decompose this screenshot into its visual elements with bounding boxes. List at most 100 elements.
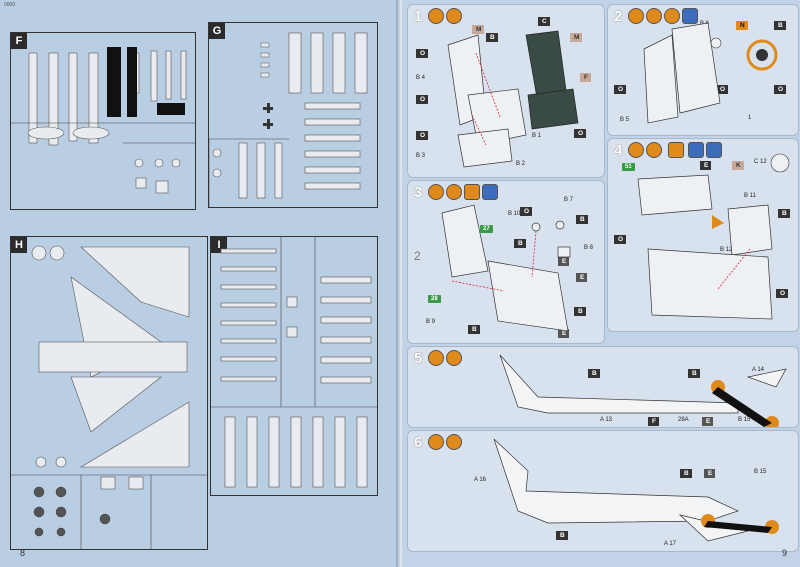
paint-icon <box>628 8 644 24</box>
sprue-h-frame: H <box>10 236 208 550</box>
step-4-panel: 4 51 E K B O O B 11 C 12 B 12 <box>607 138 799 332</box>
paint-icon <box>428 184 444 200</box>
cockpit-tub-drawing <box>441 204 571 332</box>
glue-icon <box>446 8 462 24</box>
paint-flag: B <box>774 21 786 30</box>
paint-flag: O <box>416 95 429 104</box>
part-callout: B 11 <box>744 193 756 199</box>
part-callout: B 3 <box>416 153 426 159</box>
paint-pot-icon <box>482 184 498 200</box>
part-callout: B 8 <box>584 245 594 251</box>
step-5-number: 5 <box>414 350 423 367</box>
sprue-i-parts <box>211 237 377 488</box>
glue-icon <box>446 184 462 200</box>
paint-flag: E <box>558 329 570 338</box>
part-callout: B 1 <box>532 133 542 139</box>
part-callout: B 12 <box>720 247 733 253</box>
paint-flag: M <box>472 25 485 34</box>
paint-flag: E <box>700 161 712 170</box>
paint-pot-icon <box>682 8 698 24</box>
paint-icon <box>628 142 644 158</box>
step-3-number: 3 <box>414 184 423 201</box>
paint-flag: B <box>574 307 586 316</box>
paint-flag: B <box>588 369 600 378</box>
sprue-g-letter: G <box>209 23 225 39</box>
paint-flag: B <box>556 531 568 540</box>
part-callout: 28A <box>678 417 689 423</box>
paint-flag: N <box>736 21 748 30</box>
paint-flag: O <box>614 85 627 94</box>
paint-pot-icon <box>688 142 704 158</box>
binding-gutter <box>396 0 406 567</box>
brush-icon <box>664 8 680 24</box>
decal-label: 27 <box>480 225 493 233</box>
decal-label: 28 <box>428 295 441 303</box>
paint-flag: C <box>538 17 550 26</box>
step-6-panel: 6 B E B A 16 B 15 A 17 <box>407 430 799 552</box>
sprue-f-parts <box>11 47 195 194</box>
fuselage-rear-drawing <box>493 438 779 542</box>
paint-flag: B <box>778 209 790 218</box>
step-5-panel: 5 B B E F A 14 A 13 B 15 28A <box>407 346 799 428</box>
part-callout: B 15 <box>738 417 751 423</box>
paint-icon <box>428 350 444 366</box>
sprue-f-frame: F <box>10 32 196 210</box>
paint-flag: O <box>520 207 533 216</box>
paint-pot-icon <box>706 142 722 158</box>
decal-icon <box>668 142 684 158</box>
sub-assembly-ref: 2 <box>414 249 421 263</box>
paint-flag: O <box>416 49 429 58</box>
glue-icon <box>446 434 462 450</box>
step-2-number: 2 <box>614 8 623 25</box>
paint-flag: O <box>776 289 789 298</box>
step-2-panel: 2 N B O O O B 6 B 5 1 <box>607 4 799 136</box>
sprue-h-parts <box>11 245 207 549</box>
left-page: 0000 F G <box>0 0 398 567</box>
part-callout: B 7 <box>564 197 574 203</box>
sprue-g-frame: G <box>208 22 378 208</box>
paint-flag: O <box>416 131 429 140</box>
decal-icon <box>464 184 480 200</box>
sprue-i-frame: I <box>210 236 378 496</box>
glue-icon <box>446 350 462 366</box>
seat-assembly-drawing <box>643 22 778 124</box>
paint-flag: O <box>574 129 587 138</box>
paint-flag: E <box>576 273 588 282</box>
paint-flag: B <box>680 469 692 478</box>
paint-icon <box>428 8 444 24</box>
right-page: 1 M B C O M O O F O B 4 B 3 B 1 B 2 B 6 <box>402 0 800 567</box>
part-callout: A 17 <box>664 541 677 547</box>
paint-flag: M <box>570 33 583 42</box>
step-6-number: 6 <box>414 434 423 451</box>
paint-flag: K <box>732 161 744 170</box>
paint-flag: F <box>580 73 591 82</box>
step-4-number: 4 <box>614 142 623 159</box>
sprue-g-parts <box>209 32 368 207</box>
part-callout: B 15 <box>754 469 767 475</box>
paint-flag: F <box>648 417 659 426</box>
seat-exploded-drawing <box>447 30 579 168</box>
part-callout: B 10 <box>508 211 521 217</box>
paint-flag: E <box>704 469 716 478</box>
step-1-number: 1 <box>414 8 423 25</box>
part-callout: C 12 <box>754 159 767 165</box>
part-callout: B 2 <box>516 161 526 167</box>
paint-flag: B <box>514 239 526 248</box>
paint-flag: E <box>558 257 570 266</box>
glue-icon <box>646 142 662 158</box>
sprue-f-letter: F <box>11 33 27 49</box>
part-callout: B 4 <box>416 75 426 81</box>
part-callout: A 13 <box>600 417 613 423</box>
part-callout: A 16 <box>474 477 487 483</box>
paint-flag: O <box>614 235 627 244</box>
paint-flag: O <box>774 85 787 94</box>
fuselage-side-drawing <box>499 354 787 427</box>
paint-flag: E <box>702 417 714 426</box>
part-callout: A 14 <box>752 367 765 373</box>
part-callout: B 5 <box>620 117 630 123</box>
glue-icon <box>646 8 662 24</box>
paint-flag: B <box>688 369 700 378</box>
part-callout: B 9 <box>426 319 436 325</box>
paint-icon <box>428 434 444 450</box>
